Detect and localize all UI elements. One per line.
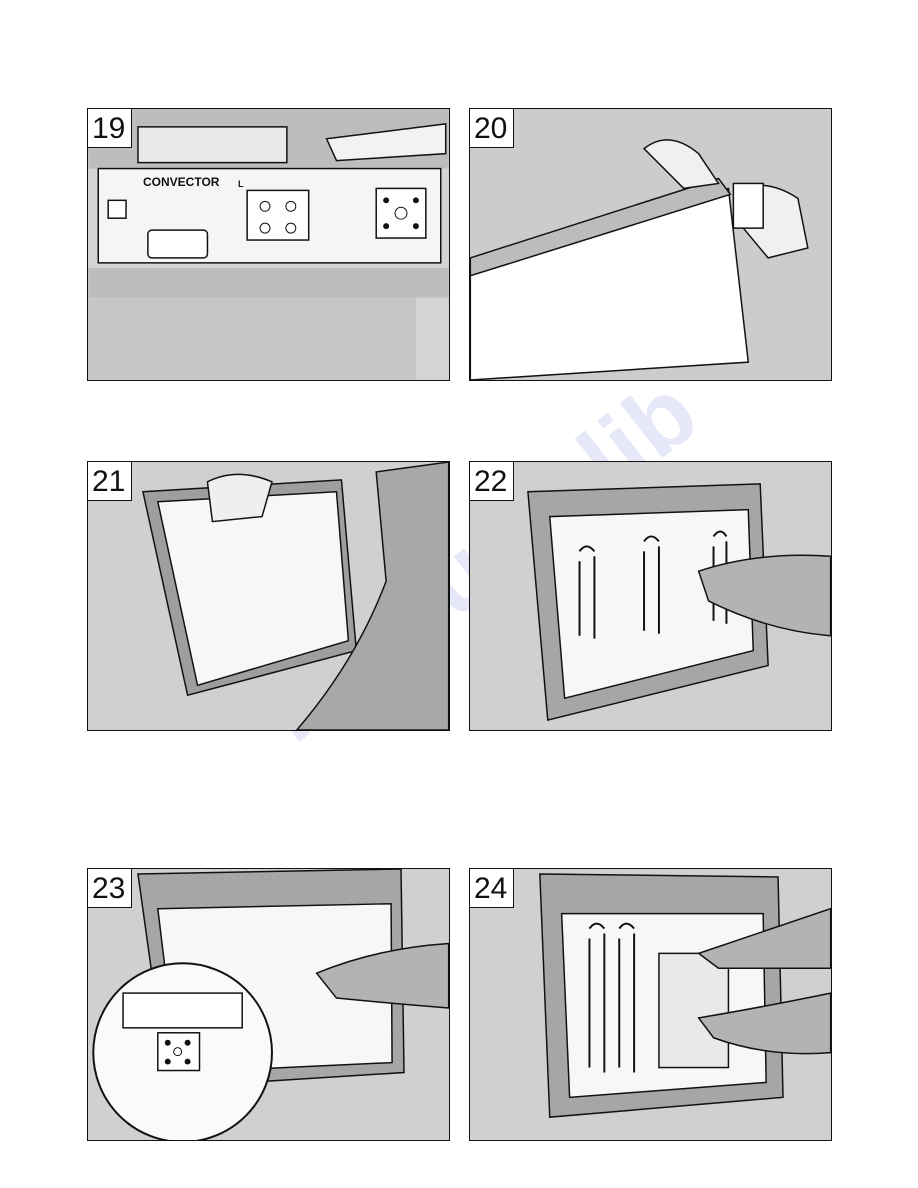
illustration-panel-23: 23 [87,868,450,1141]
illustration-panel-24: 24 [469,868,832,1141]
heating-element-drawing [470,462,831,730]
step-number: 20 [470,109,514,148]
element-connection-drawing [88,869,449,1140]
panel-removal-drawing [470,109,831,380]
convector-terminal-drawing [88,109,449,380]
step-number: 21 [88,462,132,501]
step-number: 24 [470,869,514,908]
step-number: 23 [88,869,132,908]
front-panel-lift-drawing [88,462,449,730]
panel-refit-drawing [470,869,831,1140]
illustration-panel-22: 22 [469,461,832,731]
illustration-panel-19: 19 CONVECTOR L [87,108,450,381]
illustration-panel-21: 21 [87,461,450,731]
terminal-letter: L [238,179,244,189]
convector-label: CONVECTOR [143,175,219,189]
step-number: 19 [88,109,132,148]
step-number: 22 [470,462,514,501]
illustration-panel-20: 20 [469,108,832,381]
